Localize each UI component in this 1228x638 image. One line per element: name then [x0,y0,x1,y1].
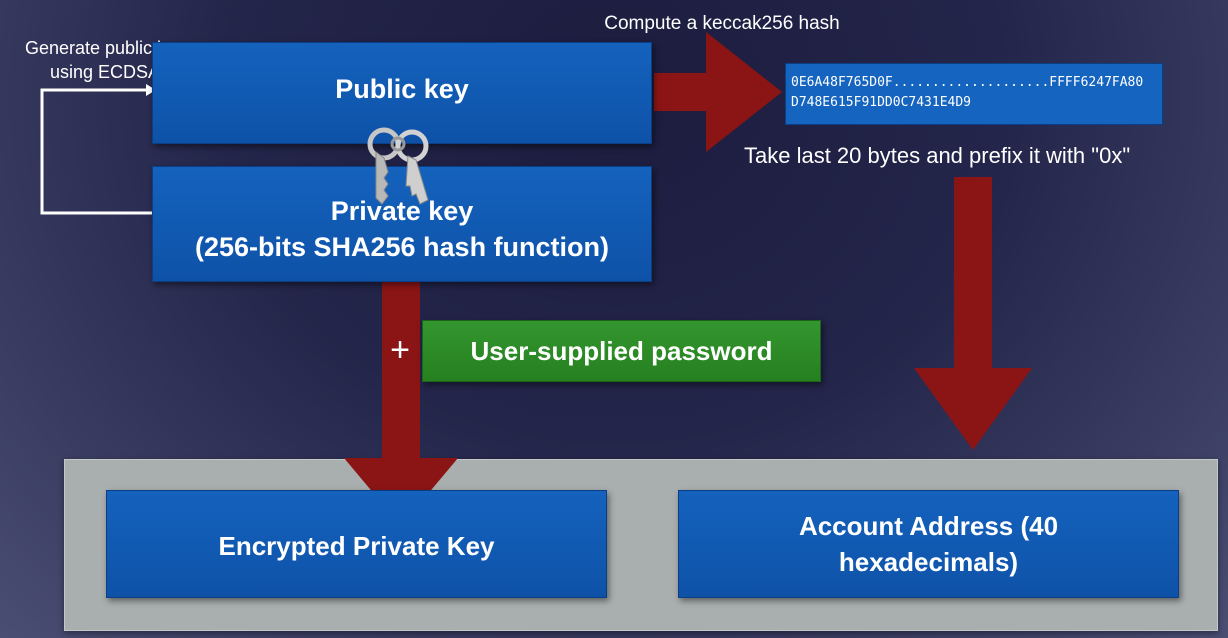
account-address-label: Account Address (40 hexadecimals) [798,511,1059,577]
private-key-subtitle: (256-bits SHA256 hash function) [194,232,610,262]
private-key-box: Private key (256-bits SHA256 hash functi… [152,166,652,282]
compute-label: Compute a keccak256 hash [604,13,840,34]
hash-line-1: 0E6A48F765D0F....................FFFF624… [791,75,1144,90]
generate-loop-arrow [40,88,152,215]
encrypted-private-key-box: Encrypted Private Key [106,490,607,598]
address-arrow [914,177,1032,450]
plus-sign: + [390,331,410,369]
account-address-box: Account Address (40 hexadecimals) [678,490,1179,598]
password-box: User-supplied password [422,320,821,382]
hash-box: 0E6A48F765D0F....................FFFF624… [785,63,1163,125]
encrypt-arrow [344,282,458,526]
hash-line-2: D748E615F91DD0C7431E4D9 [791,95,972,110]
public-key-label: Public key [335,73,469,104]
public-key-box: Public key [152,42,652,144]
generate-loop-arrowhead [146,84,156,96]
keys-icon [367,127,429,205]
encrypted-private-key-label: Encrypted Private Key [218,531,495,561]
hash-arrow [654,32,782,152]
password-label: User-supplied password [470,335,773,366]
private-key-label: Private key [330,196,474,226]
take-last-label: Take last 20 bytes and prefix it with "0… [744,143,1131,168]
